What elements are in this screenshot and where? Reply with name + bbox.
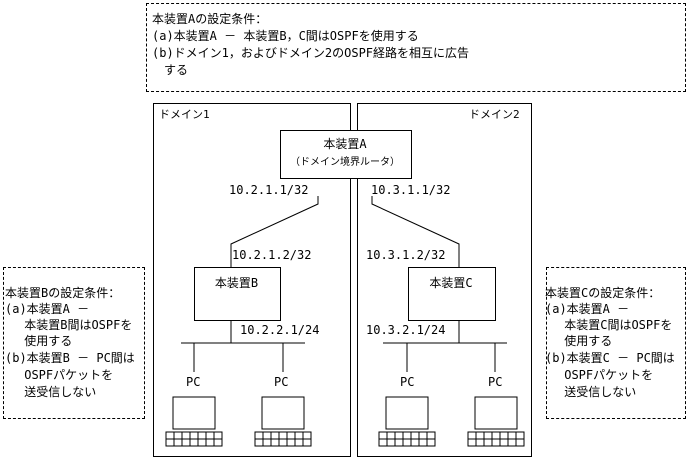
router-c-condition-a2: 本装置C間はOSPFを xyxy=(545,318,673,332)
domain2-label: ドメイン2 xyxy=(469,108,520,121)
router-b-condition-a3: 使用する xyxy=(5,334,73,348)
router-c-label: 本装置C xyxy=(429,276,473,290)
router-b-condition-a2: 本装置B間はOSPFを xyxy=(5,318,133,332)
router-b-conditions-note xyxy=(3,267,145,419)
domain2-area xyxy=(357,103,532,457)
router-c-condition-b1: (b)本装置C － PC間は xyxy=(545,351,675,365)
router-c-box xyxy=(408,267,496,321)
pc-label-3: PC xyxy=(400,375,415,389)
addr-c-uplink: 10.3.1.2/32 xyxy=(366,248,446,262)
router-b-condition-b3: 送受信しない xyxy=(5,385,97,399)
router-c-conditions-title: 本装置Cの設定条件： xyxy=(545,286,661,300)
domain1-area xyxy=(153,103,351,457)
router-a-sublabel: （ドメイン境界ルータ） xyxy=(290,157,400,168)
pc-label-2: PC xyxy=(274,375,289,389)
router-b-condition-b1: (b)本装置B － PC間は xyxy=(5,351,135,365)
router-b-label: 本装置B xyxy=(214,276,259,290)
router-b-conditions-title: 本装置Bの設定条件： xyxy=(5,286,121,300)
router-b-condition-b2: OSPFパケットを xyxy=(5,368,114,382)
addr-a-domain2: 10.3.1.1/32 xyxy=(371,183,451,197)
router-a-box xyxy=(280,130,412,179)
pc-label-4: PC xyxy=(488,375,503,389)
router-c-condition-a1: (a)本装置A － xyxy=(545,302,630,316)
pc-icon-2 xyxy=(254,396,312,447)
pc-icon-4 xyxy=(467,396,525,447)
router-a-condition-b-cont: する xyxy=(152,63,189,77)
addr-c-lan: 10.3.2.1/24 xyxy=(366,323,446,337)
router-b-condition-a1: (a)本装置A － xyxy=(5,302,90,316)
pc-icon-1 xyxy=(165,396,223,447)
link-a-c xyxy=(371,196,460,267)
domain1-label: ドメイン1 xyxy=(159,108,210,121)
router-b-box xyxy=(194,267,281,321)
addr-a-domain1: 10.2.1.1/32 xyxy=(229,183,309,197)
pc-icon-3 xyxy=(378,396,436,447)
router-a-conditions-note xyxy=(146,3,686,92)
router-a-condition-a: (a)本装置A － 本装置B，C間はOSPFを使用する xyxy=(152,29,419,43)
router-a-condition-b: (b)ドメイン1，およびドメイン2のOSPF経路を相互に広告 xyxy=(152,46,470,60)
addr-b-lan: 10.2.2.1/24 xyxy=(240,323,320,337)
link-a-b xyxy=(230,196,319,267)
addr-b-uplink: 10.2.1.2/32 xyxy=(232,248,312,262)
pc-label-1: PC xyxy=(186,375,201,389)
router-c-conditions-note xyxy=(546,267,686,419)
router-a-label: 本装置A xyxy=(323,137,367,151)
router-c-condition-b2: OSPFパケットを xyxy=(545,368,654,382)
router-c-condition-a3: 使用する xyxy=(545,334,613,348)
router-a-conditions-title: 本装置Aの設定条件： xyxy=(152,12,268,26)
router-c-condition-b3: 送受信しない xyxy=(545,385,637,399)
